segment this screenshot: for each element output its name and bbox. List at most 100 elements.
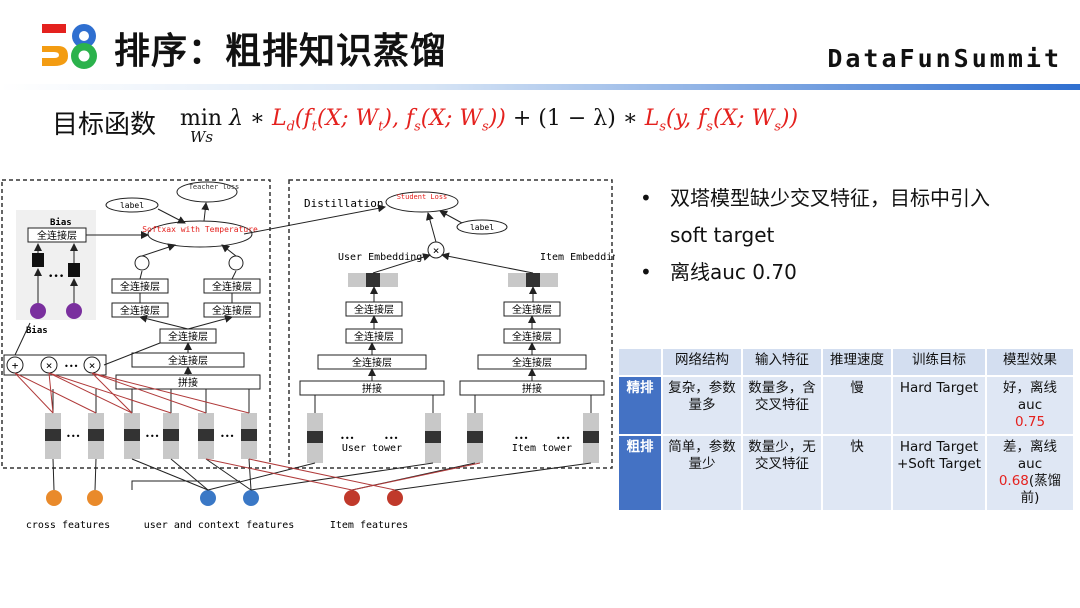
table-cell: 数量多，含交叉特征 <box>741 375 823 436</box>
svg-text:全连接层: 全连接层 <box>168 330 208 343</box>
brand-name: DataFunSummit <box>827 44 1062 73</box>
svg-text:拼接: 拼接 <box>362 382 382 395</box>
student-loss-node <box>385 191 459 213</box>
svg-text:×: × <box>46 359 53 372</box>
user-feature-node <box>200 490 216 506</box>
svg-text:全连接层: 全连接层 <box>352 356 392 369</box>
svg-text:•••: ••• <box>66 432 80 441</box>
table-row: 精排 复杂，参数量多 数量多，含交叉特征 慢 Hard Target 好，离线a… <box>617 375 1075 436</box>
bias-node-b <box>66 303 82 319</box>
item-tower-label: Item tower <box>512 443 572 454</box>
logo-five-top <box>42 24 66 33</box>
user-embedding-vector <box>348 273 398 287</box>
bias-bottom-label: Bias <box>26 325 48 336</box>
svg-text:•••: ••• <box>514 434 528 443</box>
svg-text:label: label <box>470 223 494 232</box>
table-cell: Hard Target +Soft Target <box>891 434 987 512</box>
svg-text:全连接层: 全连接层 <box>212 304 252 317</box>
svg-text:•••: ••• <box>340 434 354 443</box>
table-cell: Hard Target <box>891 375 987 436</box>
brand-logo <box>42 24 97 69</box>
logo-five-body <box>42 33 68 66</box>
formula-distill-loss: Ld(ft(X; Wt), fs(X; Ws)) <box>271 106 506 135</box>
bullet-continuation: soft target <box>670 223 775 247</box>
header-divider <box>0 84 1080 90</box>
svg-text:全连接层: 全连接层 <box>168 354 208 367</box>
row-header: 精排 <box>617 375 663 436</box>
distillation-label: Distillation <box>304 197 383 210</box>
svg-text:拼接: 拼接 <box>522 382 542 395</box>
svg-text:•••: ••• <box>145 432 159 441</box>
formula-student-loss: Ls(y, fs(X; Ws)) <box>644 106 799 135</box>
svg-text:全连接层: 全连接层 <box>512 356 552 369</box>
bias-embed-b <box>68 263 80 277</box>
teacher-embedding-columns <box>45 413 257 459</box>
svg-text:•••: ••• <box>556 434 570 443</box>
table-cell: 简单，参数量少 <box>661 434 743 512</box>
row-header: 粗排 <box>617 434 663 512</box>
bullet-item: 双塔模型缺少交叉特征，目标中引入 <box>640 180 990 217</box>
user-embedding-label: User Embedding <box>338 252 422 263</box>
svg-text:全连接层: 全连接层 <box>512 330 552 343</box>
teacher-sigmoid-a <box>134 255 150 271</box>
svg-text:全连接层: 全连接层 <box>512 303 552 316</box>
item-embedding-label: Item Embedding <box>540 252 615 263</box>
svg-text:拼接: 拼接 <box>178 376 198 389</box>
item-feature-node <box>387 490 403 506</box>
svg-text:全连接层: 全连接层 <box>354 303 394 316</box>
item-features-label: Item features <box>330 520 408 531</box>
softmax-label: Softxax with Temperature <box>142 225 258 234</box>
svg-text:+: + <box>12 359 19 372</box>
table-row: 粗排 简单，参数量少 数量少，无交叉特征 快 Hard Target +Soft… <box>617 434 1075 512</box>
table-header-cell: 网络结构 <box>661 347 743 377</box>
svg-text:全连接层: 全连接层 <box>354 330 394 343</box>
student-embedding-columns <box>307 413 599 463</box>
svg-text:•••: ••• <box>48 272 64 282</box>
bias-node-a <box>30 303 46 319</box>
table-cell: 数量少，无交叉特征 <box>741 434 823 512</box>
svg-text:全连接层: 全连接层 <box>120 280 160 293</box>
user-feature-node <box>243 490 259 506</box>
distillation-architecture-diagram: Bias 全连接层 ••• Bias label Teacher loss So… <box>1 179 615 531</box>
svg-text:•••: ••• <box>384 434 398 443</box>
student-loss-label: Student Loss <box>397 193 448 201</box>
table-header-cell <box>617 347 663 377</box>
table-header-cell: 推理速度 <box>821 347 893 377</box>
user-tower-label: User tower <box>342 443 402 454</box>
table-cell: 慢 <box>821 375 893 436</box>
teacher-sigmoid-b <box>228 255 244 271</box>
table-header-cell: 训练目标 <box>891 347 987 377</box>
comparison-table: 网络结构 输入特征 推理速度 训练目标 模型效果 精排 复杂，参数量多 数量多，… <box>617 347 1075 512</box>
table-header-cell: 输入特征 <box>741 347 823 377</box>
table-cell: 复杂，参数量多 <box>661 375 743 436</box>
cross-feature-node <box>87 490 103 506</box>
objective-label: 目标函数 <box>52 110 157 140</box>
cross-features-label: cross features <box>26 520 110 531</box>
item-feature-node <box>344 490 360 506</box>
bias-title: Bias <box>50 217 72 228</box>
svg-text:•••: ••• <box>220 432 234 441</box>
svg-text:label: label <box>120 201 144 210</box>
teacher-model-box <box>1 179 271 469</box>
cross-feature-node <box>46 490 62 506</box>
user-context-features-label: user and context features <box>144 520 295 531</box>
bullet-item: 离线auc 0.70 <box>640 254 990 291</box>
bullet-list: 双塔模型缺少交叉特征，目标中引入 soft target 离线auc 0.70 <box>640 180 990 291</box>
svg-text:全连接层: 全连接层 <box>212 280 252 293</box>
page-title: 排序：粗排知识蒸馏 <box>114 31 448 72</box>
item-embedding-vector <box>508 273 558 287</box>
table-header-cell: 模型效果 <box>985 347 1075 377</box>
student-label-node <box>456 219 508 235</box>
teacher-label-node <box>105 197 159 213</box>
teacher-loss-node <box>176 181 238 203</box>
table-cell: 快 <box>821 434 893 512</box>
svg-text:•••: ••• <box>64 362 78 371</box>
svg-text:全连接层: 全连接层 <box>120 304 160 317</box>
svg-text:×: × <box>89 359 96 372</box>
svg-text:×: × <box>433 244 440 257</box>
student-model-box <box>288 179 613 469</box>
